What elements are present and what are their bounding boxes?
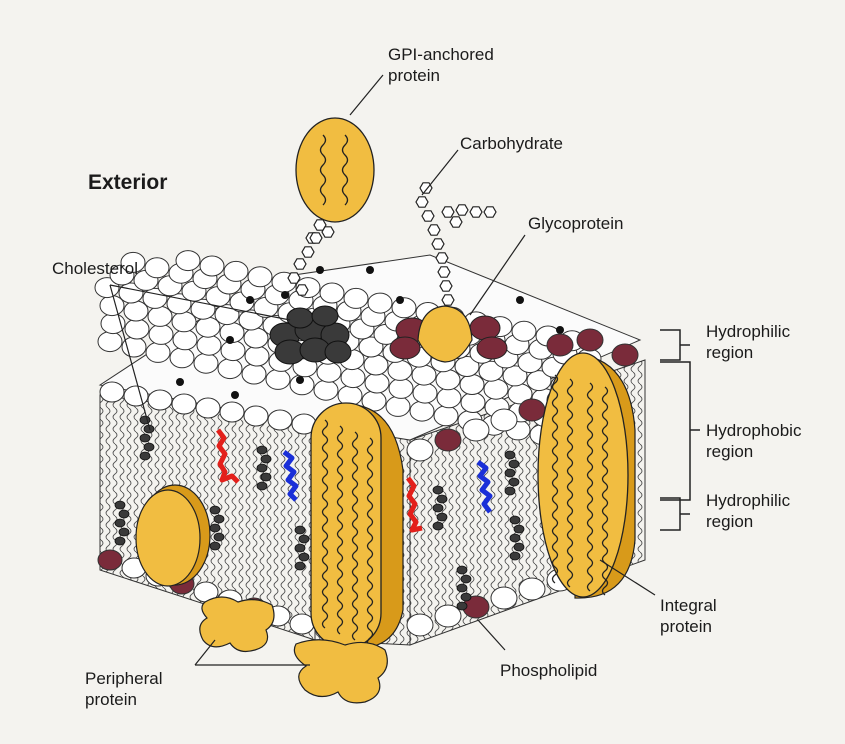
gpi-anchored-protein-label: GPI-anchored protein [388, 44, 494, 86]
integral-protein-right [538, 353, 635, 598]
phospholipid-label: Phospholipid [500, 660, 597, 681]
peripheral-protein-bottom-center [294, 640, 387, 703]
exterior-title: Exterior [88, 172, 167, 193]
cholesterol-label: Cholesterol [52, 258, 138, 279]
hydrophobic-region-label: Hydrophobic region [706, 420, 801, 462]
carbohydrate-label: Carbohydrate [460, 133, 563, 154]
gpi-anchored-protein [296, 118, 374, 222]
glycoprotein-label: Glycoprotein [528, 213, 623, 234]
hydrophilic-region-bottom-label: Hydrophilic region [706, 490, 790, 532]
hydrophilic-region-top-label: Hydrophilic region [706, 321, 790, 363]
peripheral-protein-bottom-left [200, 597, 274, 651]
region-bracket [660, 330, 700, 530]
integral-protein-center [311, 403, 403, 648]
integral-protein-label: Integral protein [660, 595, 717, 637]
peripheral-protein-label: Peripheral protein [85, 668, 163, 710]
